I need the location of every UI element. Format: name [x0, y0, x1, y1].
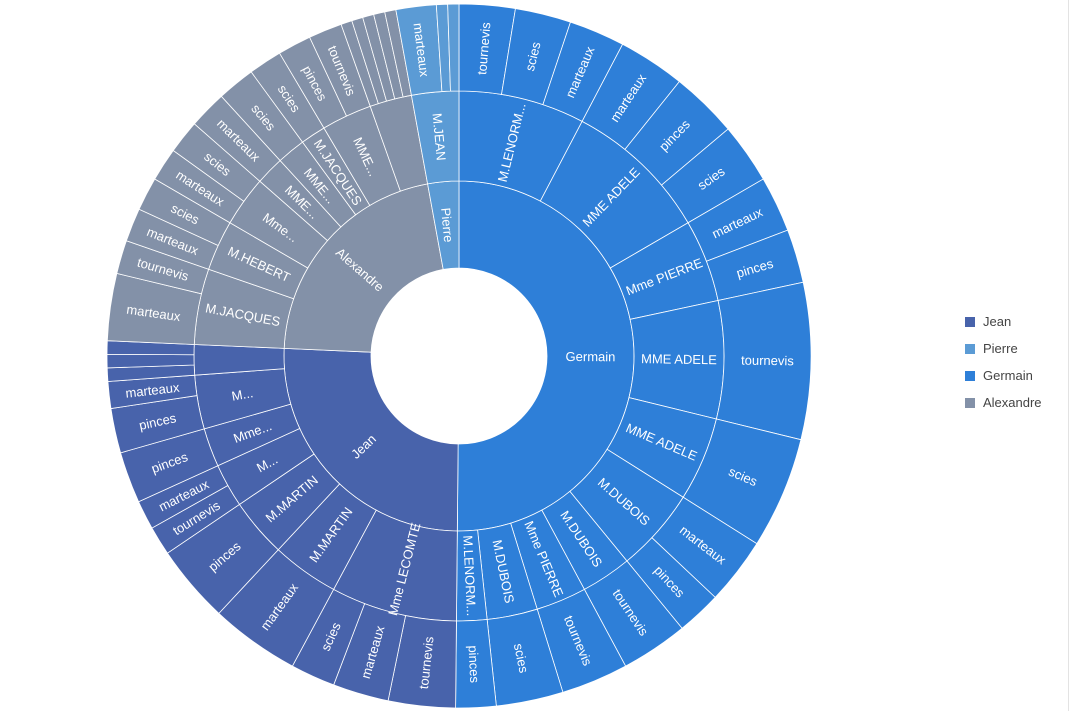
segment-item-unlabeled[interactable]	[447, 3, 460, 92]
legend: Jean Pierre Germain Alexandre	[965, 308, 1042, 416]
legend-label-pierre: Pierre	[983, 341, 1018, 356]
legend-swatch-germain	[965, 370, 975, 381]
legend-label-jean: Jean	[983, 314, 1012, 329]
segment-item-tournevis[interactable]	[715, 281, 812, 441]
legend-swatch-alexandre	[965, 397, 975, 408]
legend-swatch-pierre	[965, 343, 975, 354]
legend-label-germain: Germain	[983, 368, 1033, 383]
legend-label-alexandre: Alexandre	[983, 395, 1042, 410]
legend-item-pierre[interactable]: Pierre	[965, 335, 1042, 362]
legend-swatch-jean	[965, 316, 975, 327]
scrollbar-track[interactable]	[1068, 0, 1085, 711]
legend-item-germain[interactable]: Germain	[965, 362, 1042, 389]
legend-item-alexandre[interactable]: Alexandre	[965, 389, 1042, 416]
legend-item-jean[interactable]: Jean	[965, 308, 1042, 335]
